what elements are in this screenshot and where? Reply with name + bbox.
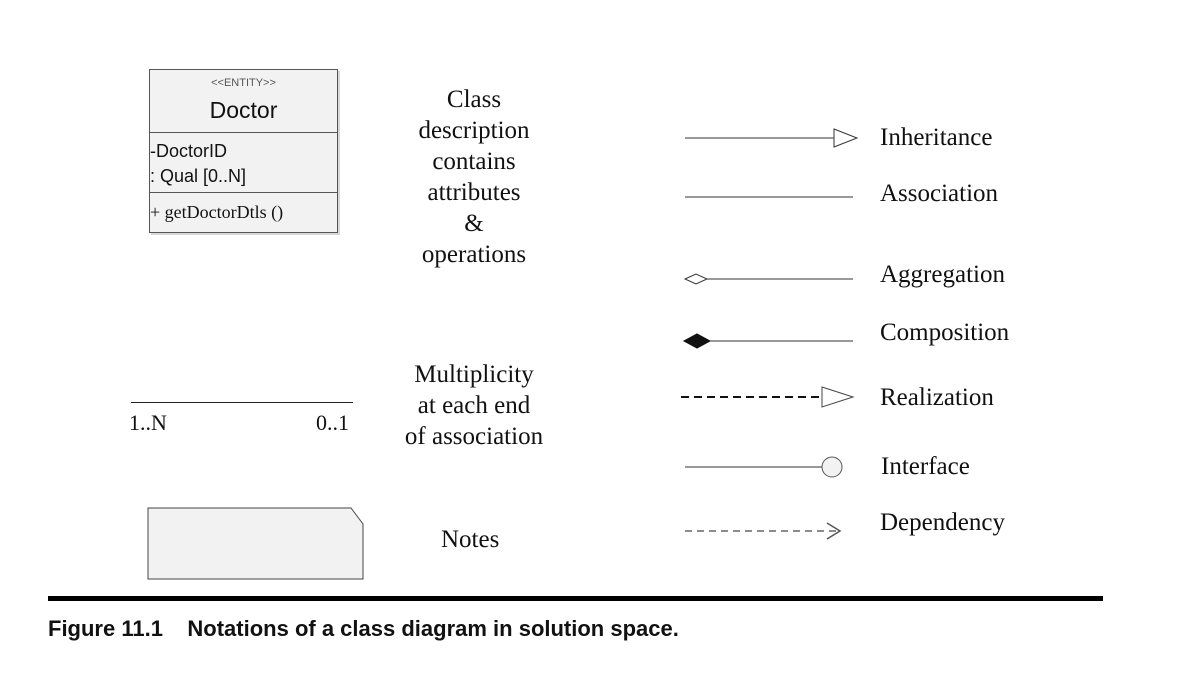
class-stereotype: <<ENTITY>> <box>211 77 276 89</box>
class-name: Doctor <box>209 97 278 123</box>
multiplicity-description-line: at each end <box>417 392 531 419</box>
legend-label-realization: Realization <box>880 384 994 411</box>
class-attribute-qual: : Qual [0..N] <box>150 166 247 186</box>
class-description-line: & <box>464 210 484 237</box>
multiplicity-description-line: of association <box>404 423 544 450</box>
legend-label-dependency: Dependency <box>880 509 1005 536</box>
legend-symbols <box>681 128 859 540</box>
notes-label: Notes <box>441 526 500 553</box>
caption-rule <box>48 596 1103 601</box>
interface-lollipop-icon <box>685 456 843 478</box>
aggregation-diamond-icon <box>683 273 853 285</box>
caption-text: Notations of a class diagram in solution… <box>187 616 679 641</box>
class-description-line: Class <box>446 86 502 113</box>
multiplicity-right-label: 0..1 <box>316 410 349 435</box>
caption-number: Figure 11.1 <box>48 616 163 641</box>
figure-caption: Figure 11.1 Notations of a class diagram… <box>48 616 679 642</box>
class-description: Class description contains attributes & … <box>390 84 558 270</box>
class-attribute-doctorid: -DoctorID <box>150 141 228 161</box>
class-name-separator <box>150 132 337 133</box>
association-line <box>131 402 353 403</box>
class-description-line: description <box>418 117 530 144</box>
legend-label-composition: Composition <box>880 319 1010 346</box>
class-description-line: operations <box>421 241 527 268</box>
multiplicity-description-line: Multiplicity <box>414 361 534 388</box>
dependency-arrow-icon <box>685 522 842 540</box>
class-attribute-separator <box>150 192 337 193</box>
legend-label-association: Association <box>880 180 999 207</box>
class-operation: + getDoctorDtls () <box>150 202 284 222</box>
class-description-line: contains <box>432 148 516 175</box>
multiplicity-description: Multiplicity at each end of association <box>384 359 564 452</box>
legend-label-interface: Interface <box>881 453 970 480</box>
legend-label-inheritance: Inheritance <box>880 124 993 151</box>
composition-diamond-icon <box>682 333 853 349</box>
legend-label-aggregation: Aggregation <box>880 261 1005 288</box>
realization-icon <box>681 386 855 408</box>
note-shape <box>147 507 364 580</box>
class-box: <<ENTITY>> Doctor -DoctorID : Qual [0..N… <box>149 69 338 233</box>
multiplicity-left-label: 1..N <box>129 410 167 435</box>
class-description-line: attributes <box>427 179 521 206</box>
inheritance-icon <box>685 128 859 148</box>
